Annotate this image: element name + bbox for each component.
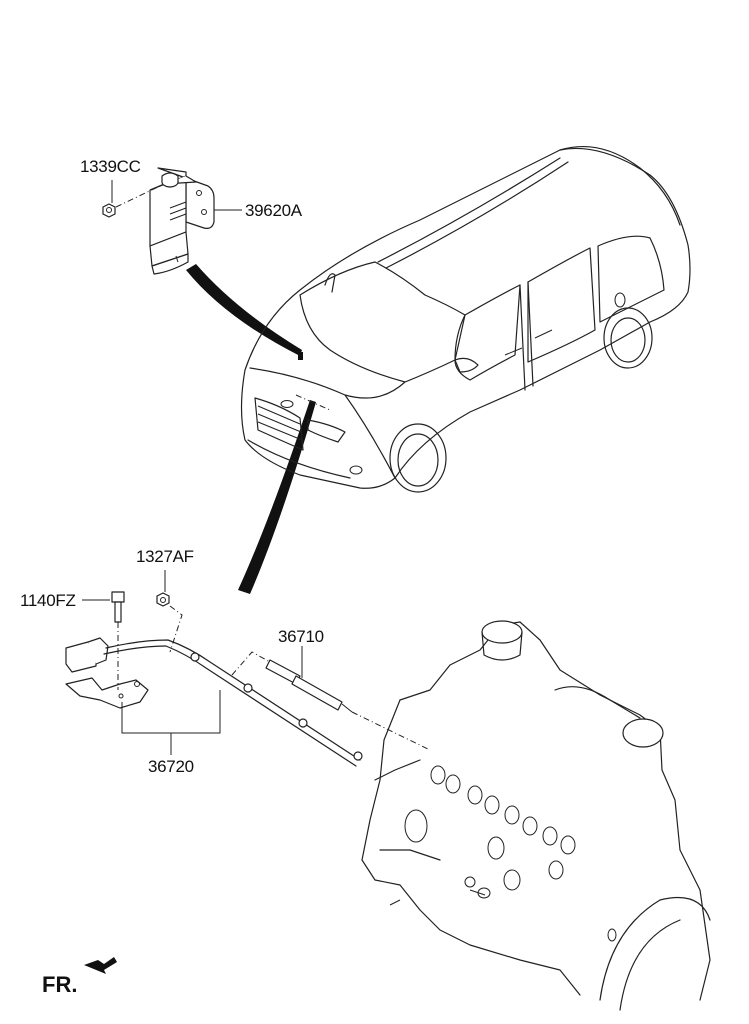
- nut-1327af-drawing: [156, 570, 183, 653]
- callout-arrow-engine: [238, 400, 316, 594]
- engine-drawing: [361, 620, 711, 1011]
- bolt-1140fz-drawing: [82, 591, 125, 690]
- nut-1339cc-drawing: [102, 180, 161, 218]
- part-label-1339cc: 1339CC: [80, 157, 141, 176]
- front-direction-label: FR.: [42, 972, 78, 997]
- part-label-1140fz: 1140FZ: [20, 591, 76, 610]
- callout-arrow-relay: [186, 264, 302, 356]
- glow-relay-drawing: [149, 167, 215, 275]
- glow-plug-drawing: [231, 646, 431, 751]
- vehicle-drawing: [240, 145, 691, 493]
- arrow-left-down-icon: [84, 957, 117, 974]
- part-label-36710: 36710: [278, 627, 324, 646]
- part-label-39620a: 39620A: [245, 201, 302, 220]
- part-label-1327af: 1327AF: [136, 547, 194, 566]
- part-label-36720: 36720: [148, 757, 194, 776]
- harness-drawing: [65, 637, 363, 767]
